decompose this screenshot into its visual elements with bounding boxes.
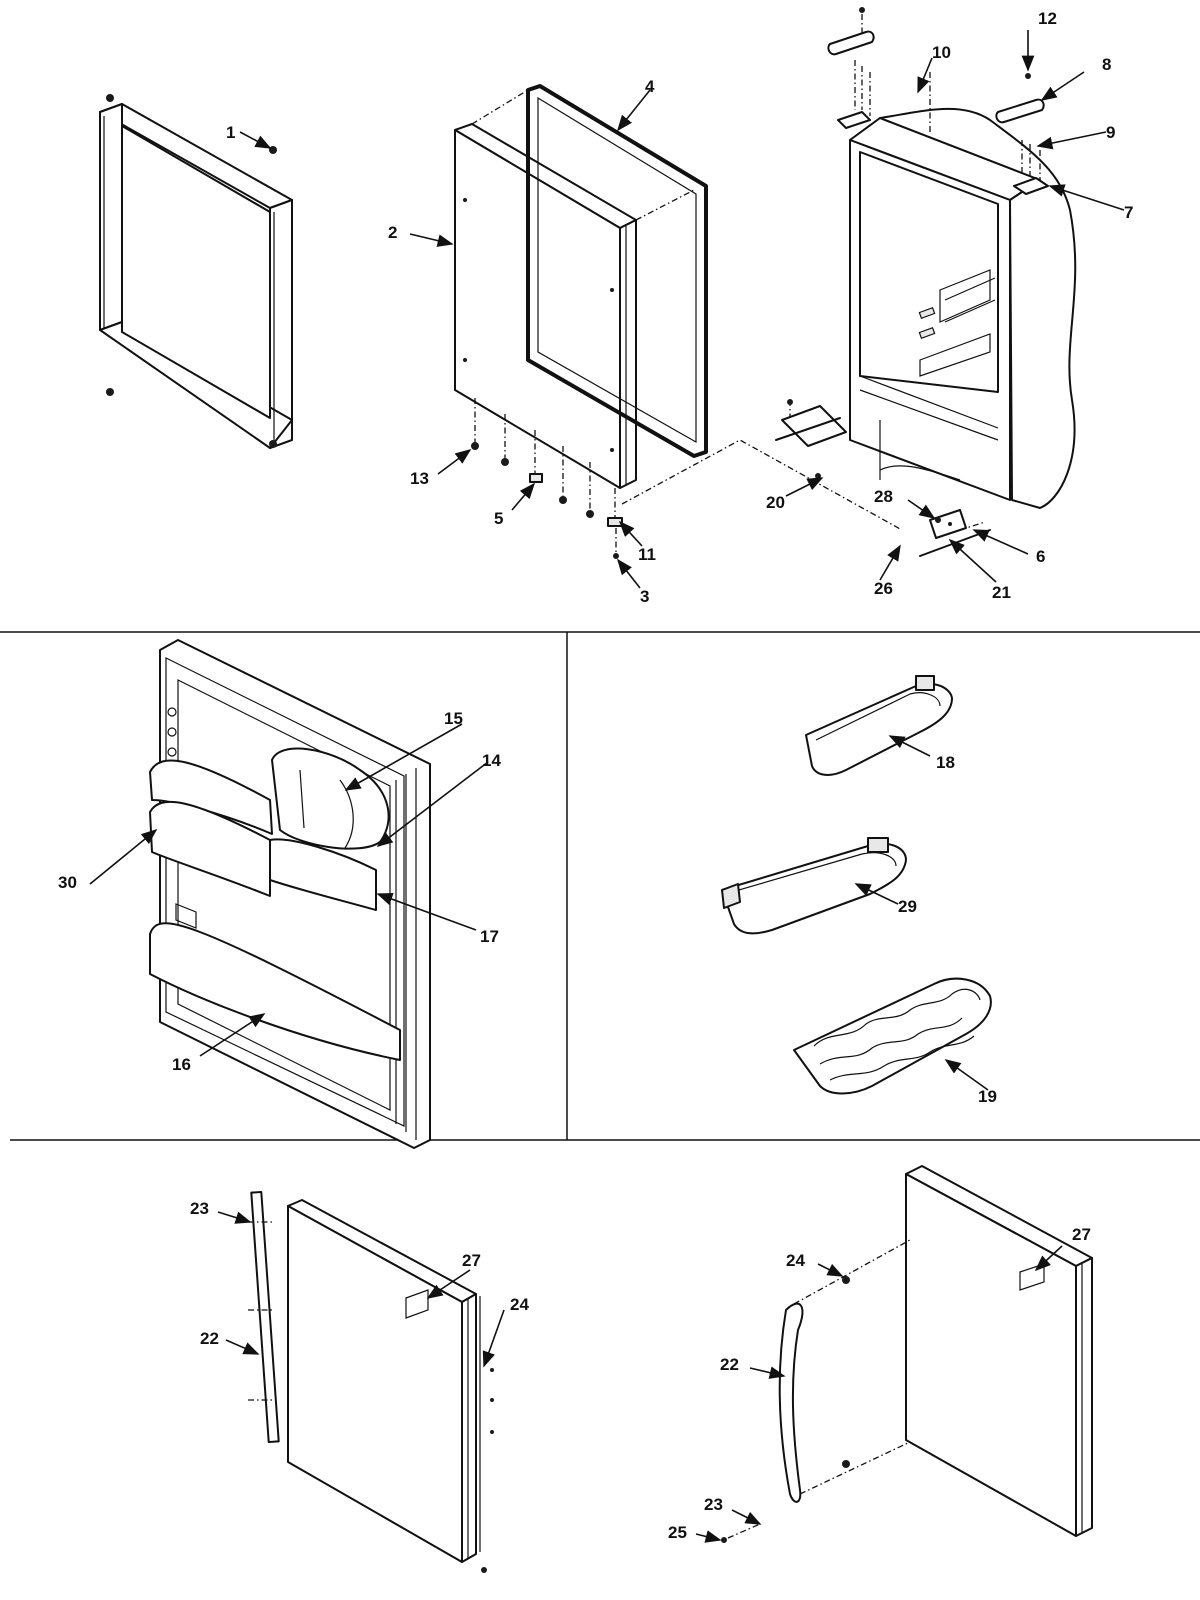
callout-27-right: 27 — [1072, 1225, 1091, 1244]
cabinet-part — [849, 72, 1077, 509]
callout-8: 8 — [1102, 55, 1111, 74]
callout-10: 10 — [932, 43, 951, 62]
callout-labels: 1 2 4 13 5 11 3 10 12 8 9 7 20 28 6 26 2… — [58, 9, 1133, 1542]
callout-28: 28 — [874, 487, 893, 506]
callout-26: 26 — [874, 579, 893, 598]
callout-27-left: 27 — [462, 1251, 481, 1270]
callout-23-right: 23 — [704, 1495, 723, 1514]
freezer-door-right — [721, 1165, 1093, 1543]
callout-23-left: 23 — [190, 1199, 209, 1218]
callout-14: 14 — [482, 751, 501, 770]
callout-2: 2 — [388, 223, 397, 242]
shelf-29 — [721, 837, 907, 935]
door-bins — [149, 759, 401, 1061]
top-hinge-parts — [827, 7, 1049, 195]
callout-5: 5 — [494, 509, 503, 528]
shelf-18 — [805, 675, 953, 776]
callout-9: 9 — [1106, 123, 1115, 142]
dairy-compartment — [271, 747, 390, 850]
callout-30: 30 — [58, 873, 77, 892]
callout-29: 29 — [898, 897, 917, 916]
callout-21: 21 — [992, 583, 1011, 602]
callout-11: 11 — [638, 545, 656, 564]
callout-16: 16 — [172, 1055, 191, 1074]
callout-13: 13 — [410, 469, 429, 488]
door-panel-part — [454, 123, 637, 489]
callout-1: 1 — [226, 123, 235, 142]
callout-12: 12 — [1038, 9, 1057, 28]
freezer-door-left — [248, 1190, 494, 1573]
callout-22-right: 22 — [720, 1355, 739, 1374]
callout-24-left: 24 — [510, 1295, 529, 1314]
callout-19: 19 — [978, 1087, 997, 1106]
callout-22-left: 22 — [200, 1329, 219, 1348]
door-frame-part — [99, 94, 293, 449]
callout-18: 18 — [936, 753, 955, 772]
callout-4: 4 — [645, 77, 655, 96]
callout-25: 25 — [668, 1523, 687, 1542]
door-interior-assembly — [159, 639, 431, 1149]
callout-3: 3 — [640, 587, 649, 606]
callout-7: 7 — [1124, 203, 1133, 222]
callout-15: 15 — [444, 709, 463, 728]
callout-6: 6 — [1036, 547, 1045, 566]
egg-tray-19 — [793, 977, 992, 1095]
door-gasket-part — [471, 84, 708, 458]
door-bottom-screws — [471, 398, 903, 559]
callout-24-right: 24 — [786, 1251, 805, 1270]
callout-20: 20 — [766, 493, 785, 512]
callout-17: 17 — [480, 927, 499, 946]
callout-arrows — [89, 30, 1125, 1543]
